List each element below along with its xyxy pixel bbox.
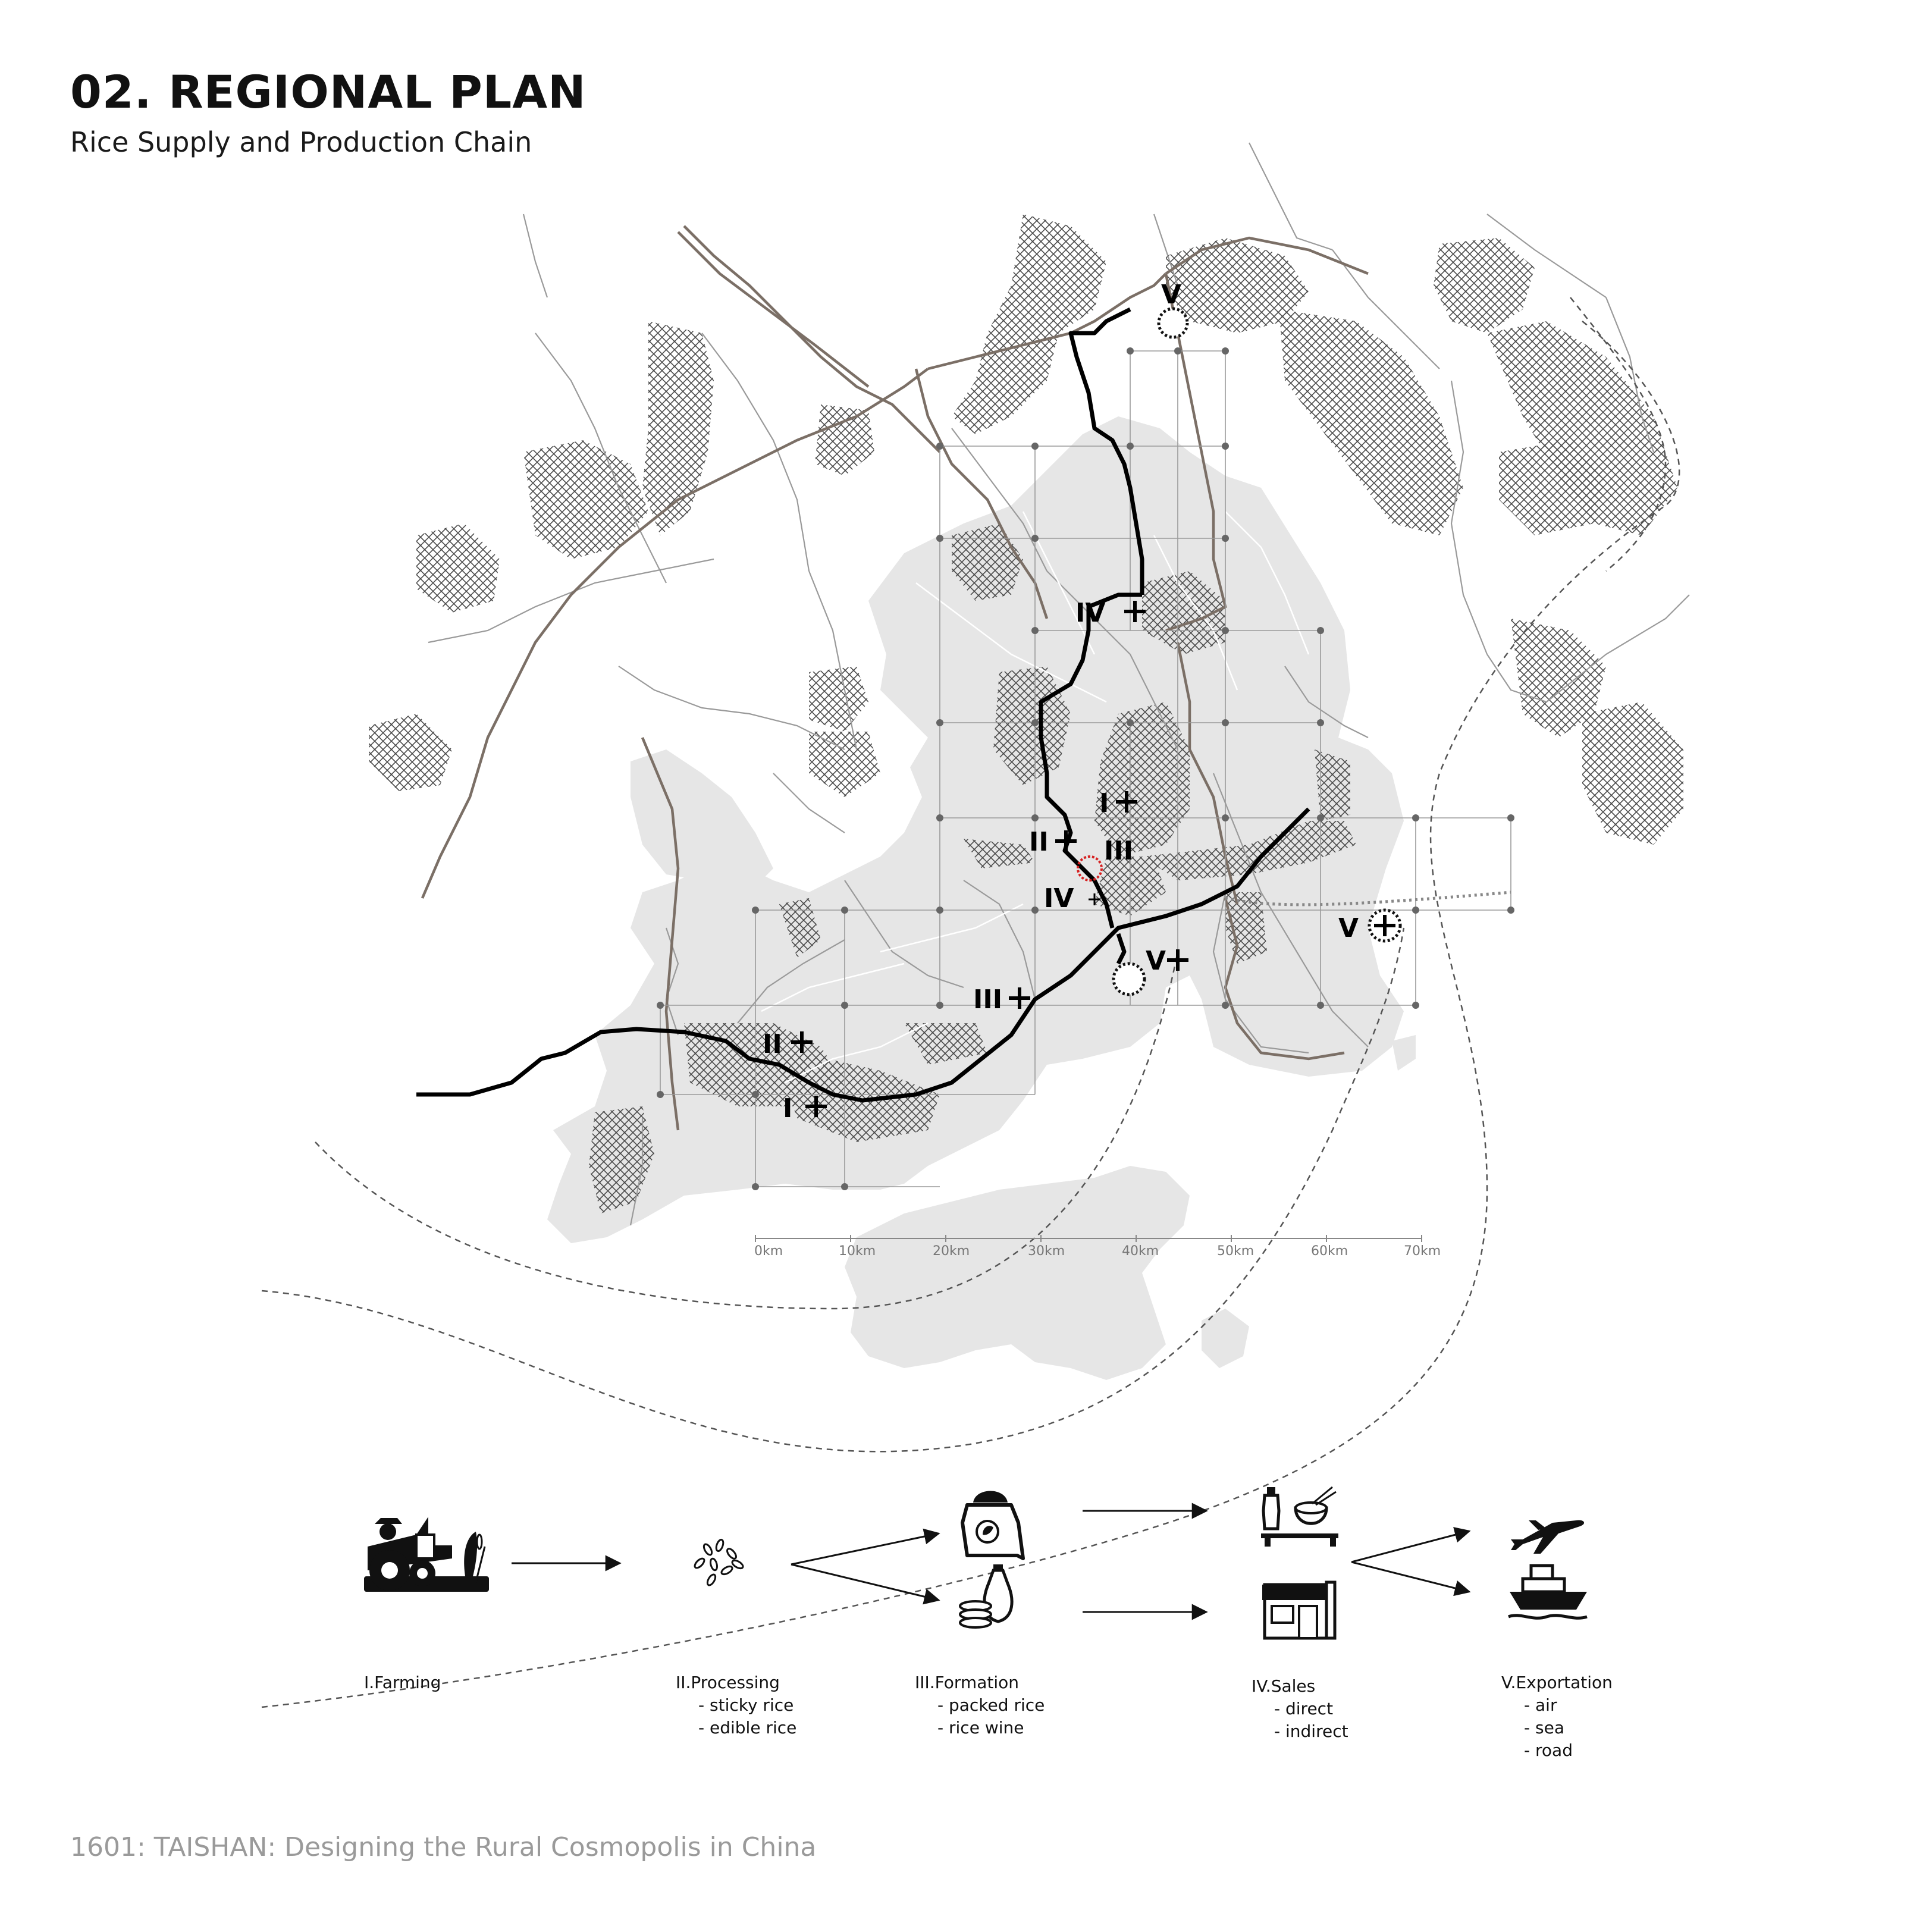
- rice-wine-icon: [959, 1564, 1014, 1629]
- step-exportation-item: - road: [1524, 1740, 1573, 1760]
- marker-v-south-cross: [1167, 949, 1188, 971]
- step-processing: II.Processing - sticky rice - edible ric…: [676, 1671, 796, 1739]
- dotted-export-route: [1225, 890, 1511, 907]
- scale-tick-40: 40km: [1122, 1244, 1159, 1259]
- west-peninsula: [631, 749, 773, 892]
- main-road-north-east: [1165, 236, 1369, 275]
- south-islet-2: [1392, 1035, 1416, 1071]
- step-formation-item: - packed rice: [937, 1695, 1045, 1715]
- meal-icon: [1261, 1486, 1338, 1547]
- marker-iii-south-cross: [1009, 987, 1030, 1009]
- main-road-northwest-2: [683, 225, 941, 453]
- grid-nodes: [657, 347, 1514, 1190]
- marker-v-north: V: [1161, 280, 1181, 310]
- rice-route: [416, 307, 1310, 1103]
- scale-bar: 0km 10km 20km 30km 40km 50km 60km 70km: [754, 1235, 1441, 1259]
- built-up-areas: [369, 214, 1683, 1213]
- step-processing-item: - edible rice: [698, 1718, 797, 1737]
- scale-tick-50: 50km: [1217, 1244, 1254, 1259]
- marker-iv-north-cross: [1124, 601, 1146, 622]
- step-sales-title: IV.Sales: [1252, 1676, 1316, 1696]
- marker-ii-west-cross: [791, 1031, 813, 1053]
- main-road-northwest-3: [677, 231, 870, 388]
- rice-grains-icon: [694, 1538, 744, 1586]
- arrow-processing-bag: [791, 1528, 940, 1566]
- south-island-large: [845, 1166, 1190, 1380]
- airplane-icon: [1511, 1520, 1585, 1554]
- marker-iv-center-cross: [1089, 893, 1100, 905]
- main-road-northwest: [421, 368, 929, 899]
- rice-bag-icon: [961, 1491, 1025, 1560]
- step-exportation: V.Exportation - air - sea - road: [1501, 1671, 1613, 1762]
- scale-tick-30: 30km: [1028, 1244, 1065, 1259]
- export-node-south-ring: [1112, 962, 1146, 996]
- page-subtitle: Rice Supply and Production Chain: [70, 126, 532, 158]
- scale-tick-60: 60km: [1311, 1244, 1348, 1259]
- location-markers: V IV I II III IV V V III II I: [763, 280, 1402, 1124]
- shop-icon: [1262, 1580, 1337, 1640]
- project-footer: 1601: TAISHAN: Designing the Rural Cosmo…: [70, 1832, 817, 1862]
- step-formation-item: - rice wine: [937, 1718, 1024, 1737]
- main-roads: [421, 225, 1369, 1131]
- scale-tick-10: 10km: [839, 1244, 876, 1259]
- step-processing-item: - sticky rice: [698, 1695, 794, 1715]
- main-road-west-south: [641, 737, 680, 1131]
- step-exportation-title: V.Exportation: [1501, 1673, 1613, 1692]
- dashed-transport-routes: [261, 297, 1680, 1708]
- arrow-sales-air: [1351, 1527, 1471, 1563]
- step-sales-item: - direct: [1274, 1699, 1334, 1718]
- main-road-east: [1176, 642, 1239, 905]
- step-processing-title: II.Processing: [676, 1673, 780, 1692]
- marker-i-center: I: [1099, 788, 1109, 818]
- step-sales: IV.Sales - direct - indirect: [1252, 1675, 1348, 1743]
- marker-iii-center: III: [1104, 836, 1133, 866]
- main-road-southeast: [1224, 898, 1345, 1061]
- export-node-north-ring: [1157, 307, 1189, 339]
- marker-v-east-cross: [1374, 915, 1395, 936]
- marker-ii-center: II: [1029, 827, 1049, 857]
- marker-ii-center-cross: [1055, 830, 1077, 852]
- arrow-sales-sea: [1351, 1561, 1471, 1597]
- marker-iv-north: IV: [1075, 598, 1105, 628]
- step-formation: III.Formation - packed rice - rice wine: [915, 1671, 1045, 1739]
- marker-v-east: V: [1338, 913, 1359, 943]
- page-title: 02. REGIONAL PLAN: [70, 65, 586, 118]
- scale-tick-0: 0km: [754, 1244, 783, 1259]
- marker-i-west: I: [783, 1093, 792, 1124]
- scale-tick-20: 20km: [933, 1244, 970, 1259]
- tractor-icon: [364, 1517, 489, 1592]
- highlight-site-ring: [1077, 855, 1103, 882]
- marker-i-west-cross: [805, 1096, 827, 1117]
- minor-roads: [428, 142, 1690, 1226]
- production-chain-diagram: [364, 1486, 1588, 1640]
- step-exportation-item: - air: [1524, 1695, 1557, 1715]
- marker-iv-center: IV: [1044, 883, 1074, 914]
- main-road-ne: [1164, 273, 1227, 632]
- main-road-north: [927, 272, 1167, 371]
- marker-v-south: V: [1146, 946, 1166, 976]
- south-islet-1: [1202, 1309, 1249, 1368]
- step-farming-title: I.Farming: [364, 1673, 441, 1692]
- ship-icon: [1508, 1564, 1588, 1620]
- marker-ii-west: II: [763, 1029, 782, 1059]
- step-farming: I.Farming: [364, 1671, 441, 1694]
- step-sales-item: - indirect: [1274, 1721, 1348, 1741]
- marker-i-center-cross: [1116, 791, 1137, 813]
- marker-iii-south: III: [973, 984, 1002, 1015]
- step-exportation-item: - sea: [1524, 1718, 1564, 1737]
- step-formation-title: III.Formation: [915, 1673, 1019, 1692]
- scale-tick-70: 70km: [1404, 1244, 1441, 1259]
- arrow-processing-wine: [791, 1563, 940, 1605]
